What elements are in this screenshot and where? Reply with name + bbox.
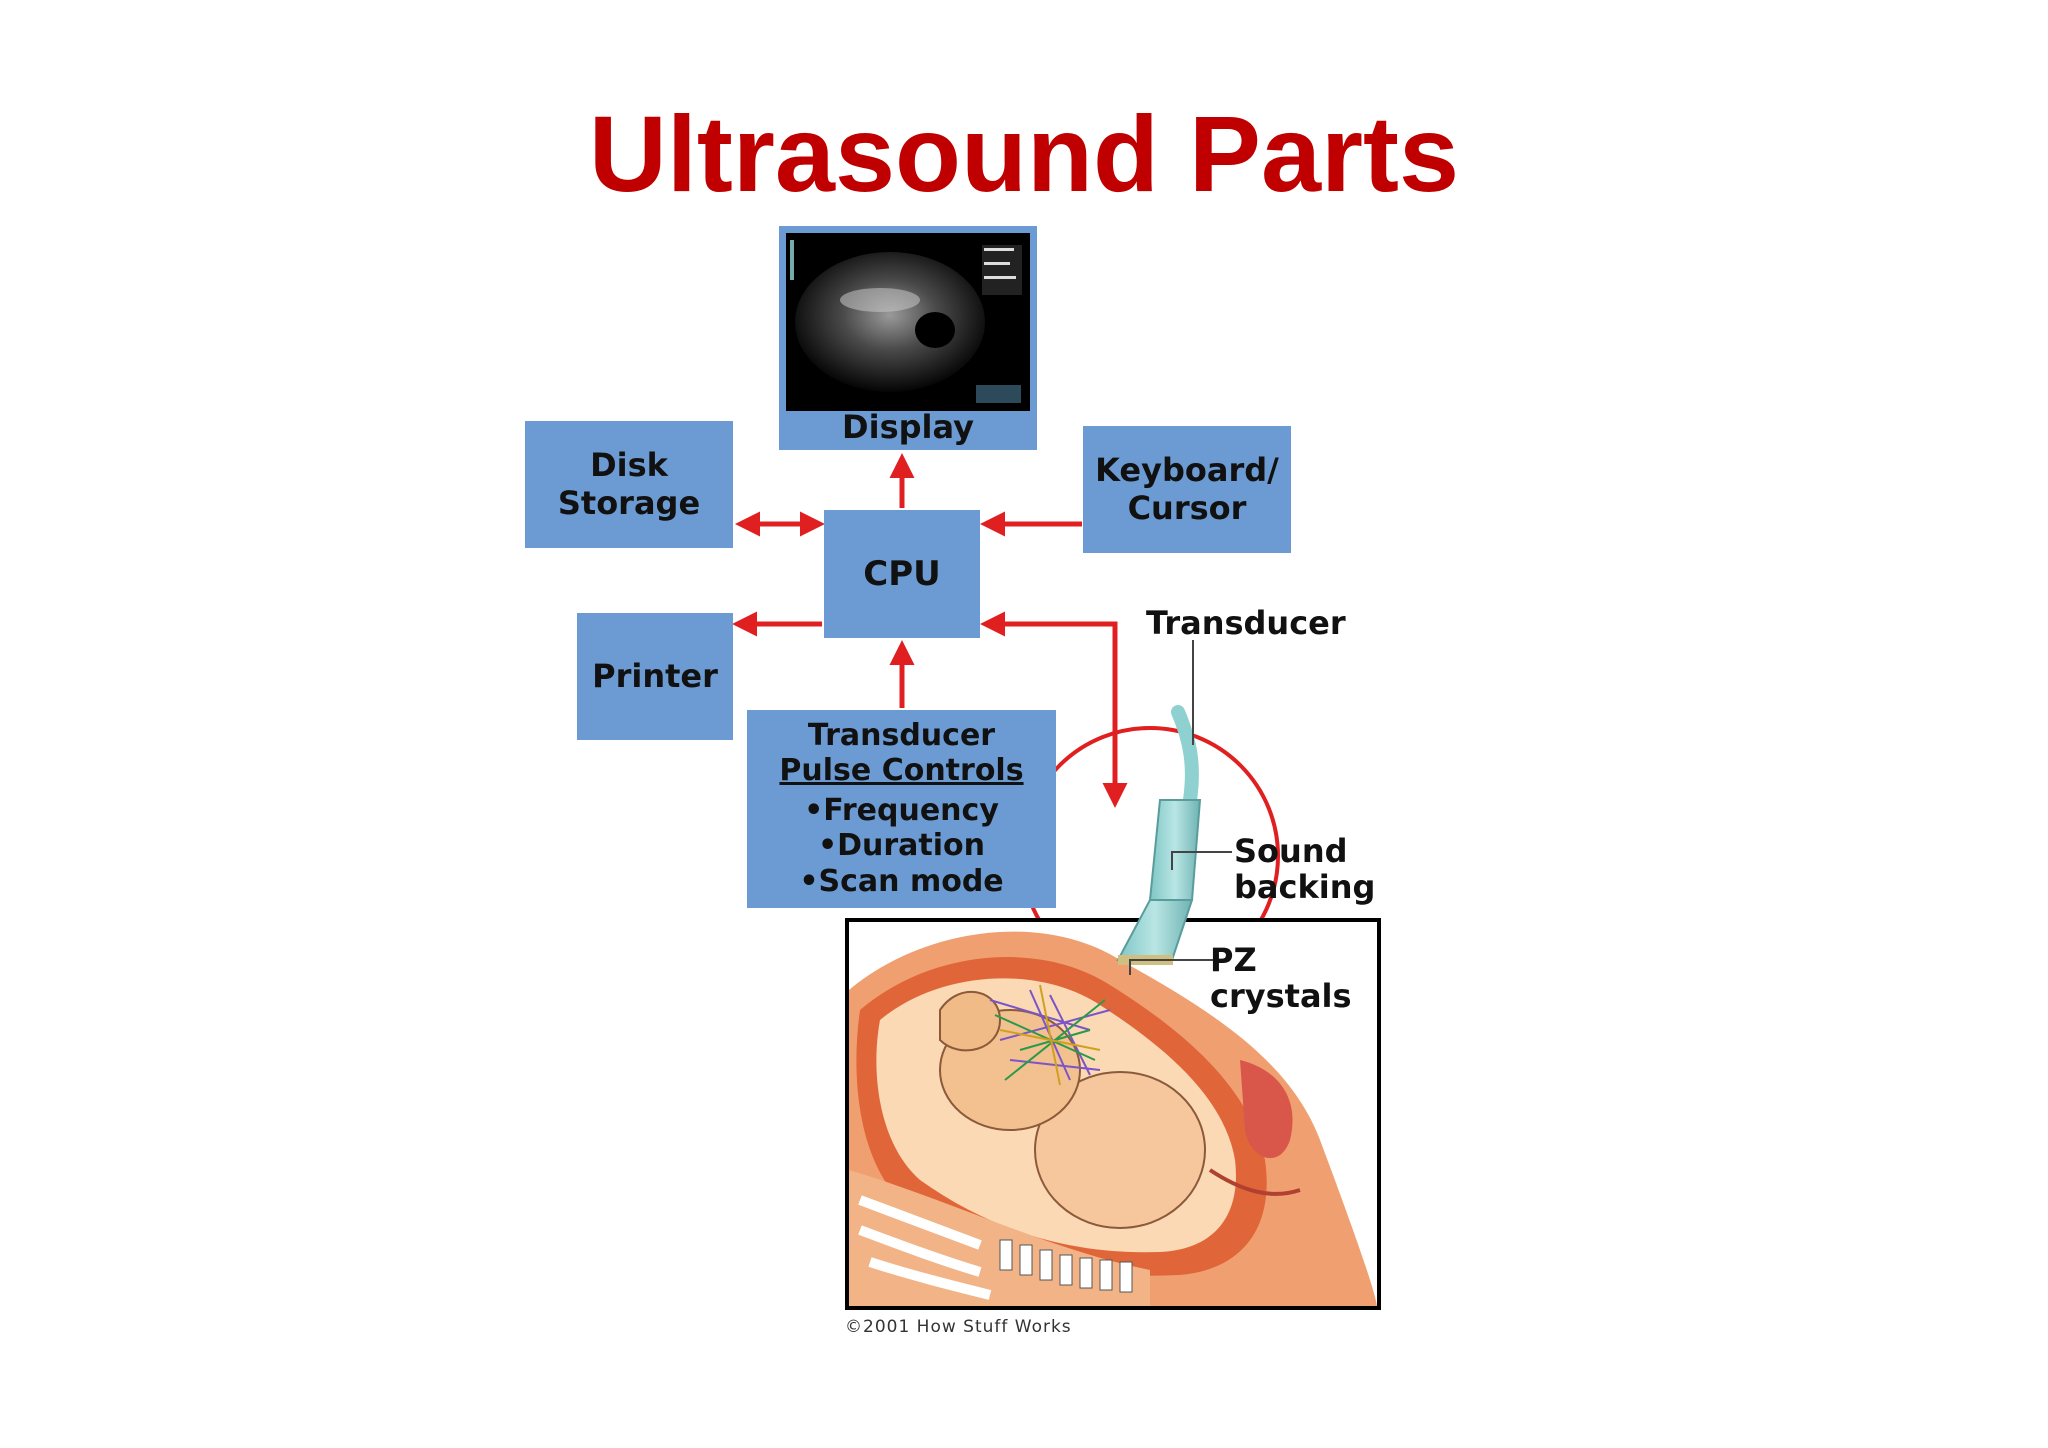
pulse-controls-box: Transducer Pulse Controls •Frequency •Du…	[747, 710, 1056, 908]
pz-crystals-line2: crystals	[1210, 976, 1352, 1015]
pulse-controls-line1: Transducer	[807, 718, 996, 753]
copyright-credit: ©2001 How Stuff Works	[845, 1317, 1072, 1337]
pz-crystals-label: PZ crystals	[1210, 941, 1352, 1015]
keyboard-cursor-line2: Cursor	[1127, 488, 1247, 527]
transducer-label: Transducer	[1146, 604, 1346, 642]
keyboard-cursor-box: Keyboard/ Cursor	[1083, 426, 1291, 553]
ultrasound-scan-image	[795, 252, 985, 392]
pulse-controls-item: •Frequency	[804, 792, 999, 828]
sound-backing-line2: backing	[1234, 867, 1376, 906]
page-title: Ultrasound Parts	[588, 93, 1460, 214]
pulse-controls-item: •Duration	[817, 828, 986, 864]
pregnancy-illustration	[845, 918, 1381, 1310]
sound-backing-line1: Sound	[1234, 832, 1348, 870]
connection-arrows	[732, 453, 1128, 808]
printer-box: Printer	[577, 613, 733, 740]
disk-storage-line2: Storage	[557, 483, 701, 522]
printer-label: Printer	[592, 656, 718, 695]
disk-storage-line1: Disk	[590, 445, 668, 484]
display-monitor	[779, 226, 1037, 450]
transducer-probe	[1116, 705, 1202, 965]
disk-storage-box: Disk Storage	[525, 421, 733, 548]
pulse-controls-item: •Scan mode	[799, 863, 1004, 899]
cpu-box: CPU	[824, 510, 980, 638]
sound-backing-label: Sound backing	[1234, 832, 1376, 906]
cpu-label: CPU	[863, 553, 941, 594]
keyboard-cursor-line1: Keyboard/	[1095, 450, 1279, 489]
label-leader-lines	[1129, 640, 1232, 975]
display-label: Display	[842, 408, 974, 446]
pulse-controls-line2: Pulse Controls	[779, 753, 1024, 789]
pz-crystals-line1: PZ	[1210, 941, 1257, 979]
